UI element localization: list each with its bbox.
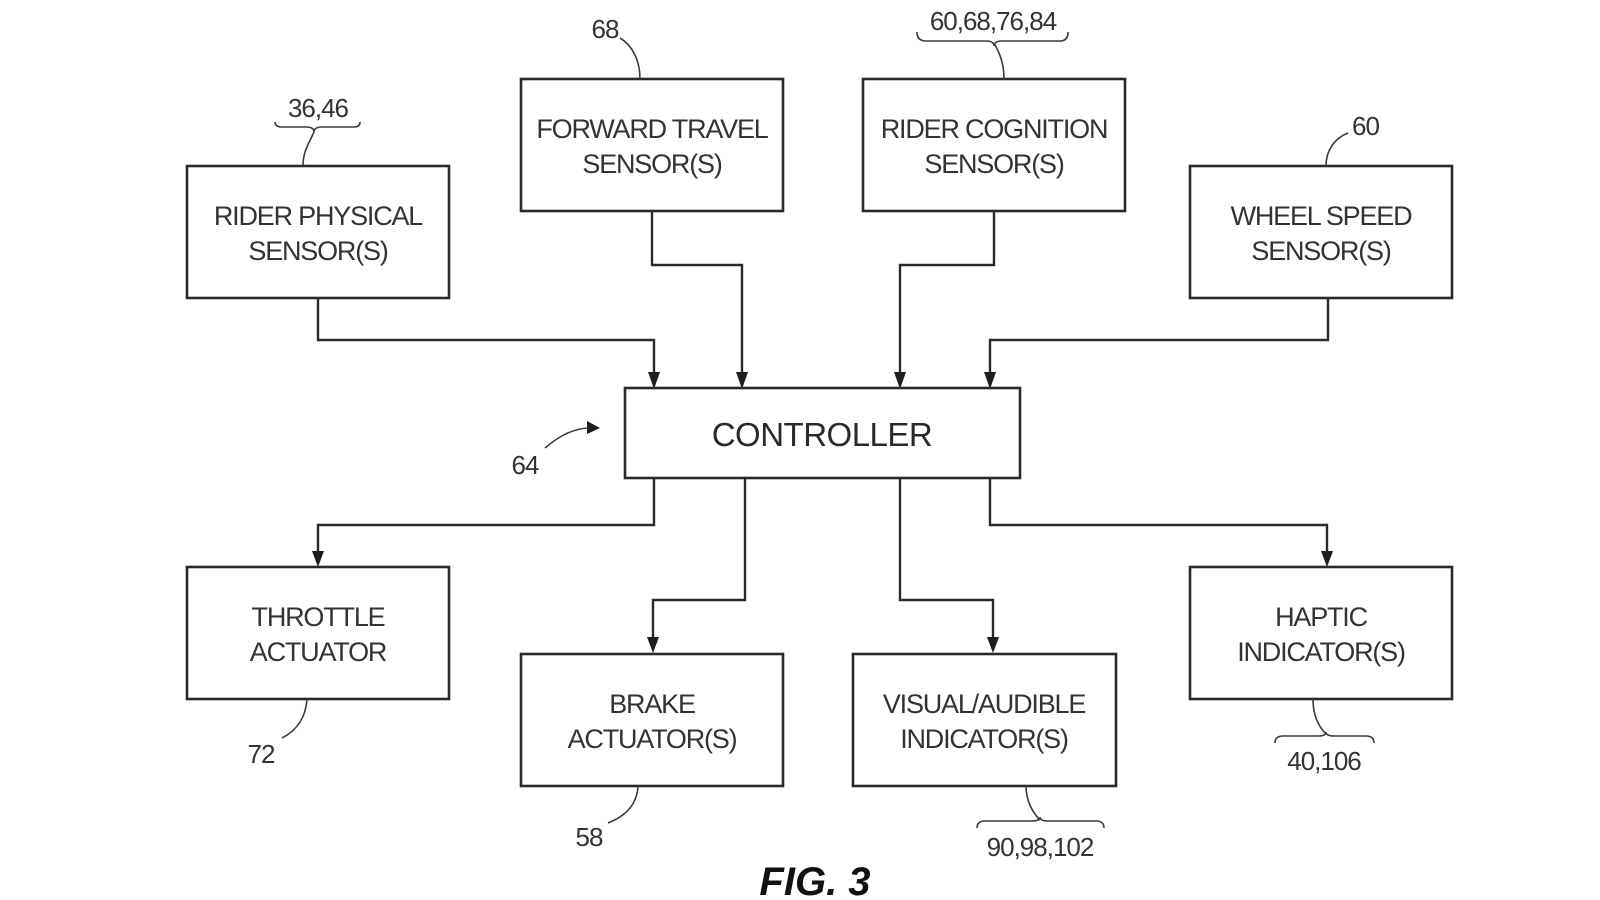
block-label-line1: VISUAL/AUDIBLE	[883, 689, 1085, 719]
arrowhead-icon	[312, 551, 324, 567]
block-label-line2: ACTUATOR	[250, 637, 387, 667]
reference-number: 64	[512, 450, 539, 480]
reference-brace	[274, 121, 361, 133]
reference-brace	[976, 816, 1105, 829]
block-label-line2: INDICATOR(S)	[1237, 637, 1405, 667]
input-block-forward-travel-sensor: FORWARD TRAVEL SENSOR(S) 68	[519, 14, 785, 213]
block-label-line1: HAPTIC	[1275, 602, 1368, 632]
reference-leader	[607, 785, 639, 824]
reference-leader	[281, 698, 308, 739]
block-frame	[623, 386, 1022, 480]
wire-rider-physical-to-controller	[316, 298, 656, 375]
wire-controller-to-visual-audible	[898, 478, 995, 639]
reference-number: 40,106	[1287, 746, 1361, 776]
reference-number: 36,46	[288, 93, 349, 123]
reference-number: 72	[248, 739, 275, 769]
reference-number: 90,98,102	[987, 832, 1094, 862]
arrowhead-icon	[984, 372, 996, 389]
block-label-line2: INDICATOR(S)	[900, 724, 1068, 754]
arrowhead-icon	[1321, 551, 1333, 567]
reference-number: 60	[1352, 111, 1379, 141]
block-label-line2: SENSOR(S)	[582, 149, 721, 179]
arrowhead-icon	[987, 637, 999, 653]
block-label-line1: RIDER PHYSICAL	[214, 201, 423, 231]
output-block-throttle-actuator: THROTTLE ACTUATOR 72	[185, 565, 451, 769]
wire-controller-to-haptic	[988, 478, 1329, 553]
block-frame	[185, 164, 451, 300]
reference-arrow-icon	[587, 421, 600, 434]
block-frame	[519, 652, 785, 788]
wire-controller-to-brake	[651, 478, 747, 639]
input-block-rider-cognition-sensor: RIDER COGNITION SENSOR(S) 60,68,76,84	[861, 6, 1127, 213]
input-block-wheel-speed-sensor: WHEEL SPEED SENSOR(S) 60	[1188, 111, 1454, 300]
reference-number: 60,68,76,84	[930, 6, 1057, 36]
block-frame	[1188, 565, 1454, 701]
reference-leader	[1025, 785, 1041, 821]
output-wires	[312, 478, 1333, 653]
block-label-line1: BRAKE	[609, 689, 695, 719]
input-block-rider-physical-sensor: RIDER PHYSICAL SENSOR(S) 36,46	[185, 93, 451, 300]
reference-number: 58	[576, 822, 603, 852]
wire-controller-to-throttle	[316, 478, 656, 553]
reference-leader	[993, 42, 1005, 80]
controller-label: CONTROLLER	[712, 416, 933, 453]
block-label-line1: FORWARD TRAVEL	[536, 114, 768, 144]
reference-brace	[1274, 731, 1375, 744]
reference-leader	[1312, 698, 1327, 735]
input-wires	[316, 211, 1330, 389]
block-label-line2: SENSOR(S)	[248, 236, 387, 266]
block-frame	[185, 565, 451, 701]
block-frame	[851, 652, 1118, 788]
block-label-line1: THROTTLE	[252, 602, 385, 632]
reference-brace	[916, 31, 1069, 47]
reference-leader	[619, 37, 641, 80]
block-label-line2: ACTUATOR(S)	[568, 724, 737, 754]
block-frame	[861, 77, 1127, 213]
arrowhead-icon	[736, 372, 748, 389]
block-label-line2: SENSOR(S)	[1251, 236, 1390, 266]
block-label-line1: RIDER COGNITION	[881, 114, 1108, 144]
output-block-haptic-indicator: HAPTIC INDICATOR(S) 40,106	[1188, 565, 1454, 776]
block-label-line1: WHEEL SPEED	[1231, 201, 1413, 231]
arrowhead-icon	[648, 372, 660, 389]
block-frame	[1188, 164, 1454, 300]
figure-caption: FIG. 3	[759, 860, 870, 900]
wire-wheel-speed-to-controller	[988, 298, 1330, 375]
wire-forward-travel-to-controller	[650, 211, 744, 375]
reference-leader	[302, 131, 315, 167]
wire-rider-cognition-to-controller	[898, 211, 996, 375]
arrowhead-icon	[647, 637, 659, 653]
block-frame	[519, 77, 785, 213]
reference-leader	[1325, 132, 1349, 167]
controller-block: CONTROLLER 64	[512, 386, 1022, 480]
reference-leader	[544, 427, 591, 449]
block-label-line2: SENSOR(S)	[924, 149, 1063, 179]
reference-number: 68	[592, 14, 619, 44]
arrowhead-icon	[894, 372, 906, 389]
output-block-brake-actuator: BRAKE ACTUATOR(S) 58	[519, 652, 785, 852]
output-block-visual-audible-indicator: VISUAL/AUDIBLE INDICATOR(S) 90,98,102	[851, 652, 1118, 862]
